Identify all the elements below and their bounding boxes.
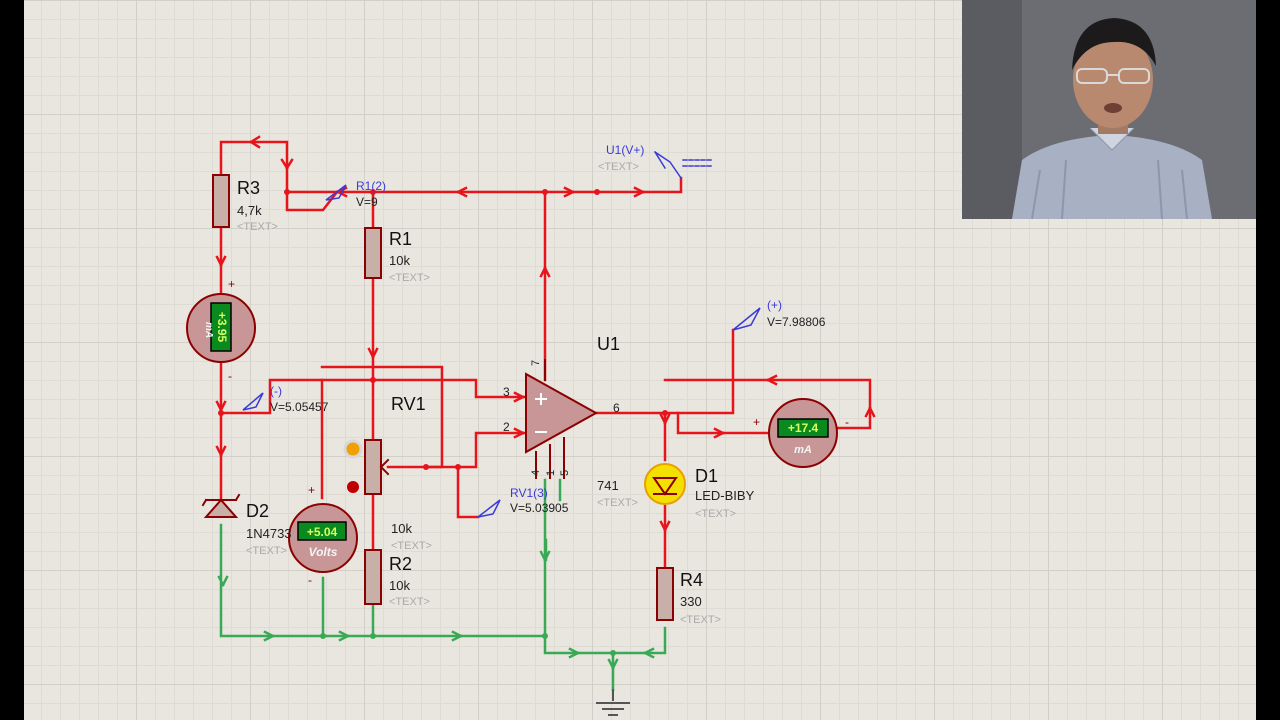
resistor-r3-body[interactable] <box>212 174 230 228</box>
pin-4-label: 4 <box>530 470 542 476</box>
pin-2-label: 2 <box>503 420 510 434</box>
ammeter-1-unit: mA <box>203 322 214 338</box>
r3-ref-label: R3 <box>237 178 260 198</box>
ammeter-1[interactable] <box>186 293 256 363</box>
presenter-video-image <box>962 0 1256 219</box>
d2-ref-label: D2 <box>246 501 269 521</box>
probe-plus-value: V=7.98806 <box>767 315 826 329</box>
voltmeter-unit: Volts <box>309 545 338 559</box>
opamp-u1-icon[interactable] <box>525 359 599 479</box>
rv1-text-label: <TEXT> <box>391 540 432 552</box>
potentiometer-wiper-icon[interactable] <box>379 458 390 476</box>
ground-symbol <box>596 689 630 716</box>
resistor-r2-body[interactable] <box>364 549 382 605</box>
voltmeter-reading: +5.04 <box>307 525 338 539</box>
probe-u1-vplus-text: <TEXT> <box>598 161 639 173</box>
r1-value-label: 10k <box>389 253 410 268</box>
r2-ref-label: R2 <box>389 554 412 574</box>
d1-ref-label: D1 <box>695 466 718 486</box>
d2-value-label: 1N4733 <box>246 526 292 541</box>
ammeter-2-unit: mA <box>794 444 812 456</box>
r2-value-label: 10k <box>389 578 410 593</box>
pin-5-label: 5 <box>559 470 571 476</box>
pot-increment-button[interactable] <box>343 439 363 459</box>
pin-3-label: 3 <box>503 385 510 399</box>
probe-rv1-3-value: V=5.03905 <box>510 501 569 515</box>
rv1-ref-label: RV1 <box>391 394 426 414</box>
probe-plus-name: (+) <box>767 298 782 312</box>
ammeter-2-reading: +17.4 <box>788 421 819 435</box>
d2-text-label: <TEXT> <box>246 545 287 557</box>
d1-text-label: <TEXT> <box>695 508 736 520</box>
voltmeter-plus-sign: + <box>308 483 315 497</box>
probe-r1-2-name: R1(2) <box>356 179 386 193</box>
ammeter-1-plus-sign: + <box>228 277 235 291</box>
r2-text-label: <TEXT> <box>389 596 430 608</box>
ammeter-1-minus-sign: - <box>228 369 232 383</box>
ammeter-1-reading: +3.95 <box>215 312 229 343</box>
voltmeter[interactable] <box>288 503 358 573</box>
probe-u1-vplus-name: U1(V+) <box>606 143 644 157</box>
ammeter-2[interactable] <box>768 398 838 468</box>
pin-7-label: 7 <box>530 360 542 366</box>
u1-ref-label: U1 <box>597 334 620 354</box>
pot-decrement-button[interactable] <box>347 481 359 493</box>
schematic-drawing[interactable]: R3 4,7k <TEXT> R1 10k <TEXT> RV1 10k <TE… <box>24 0 1256 720</box>
r1-ref-label: R1 <box>389 229 412 249</box>
probe-r1-2-value: V=9 <box>356 195 378 209</box>
r1-text-label: <TEXT> <box>389 272 430 284</box>
zener-diode-d2-icon[interactable] <box>201 493 241 518</box>
d1-value-label: LED-BIBY <box>695 488 755 503</box>
probe-rv1-3-name: RV1(3) <box>510 486 548 500</box>
supply-net <box>215 135 876 570</box>
pin-6-label: 6 <box>613 401 620 415</box>
ground-net <box>217 478 667 692</box>
probe-minus-value: V=5.05457 <box>270 400 329 414</box>
webcam-overlay <box>962 0 1256 219</box>
r4-text-label: <TEXT> <box>680 614 721 626</box>
voltmeter-minus-sign: - <box>308 573 312 587</box>
resistor-r1-body[interactable] <box>364 227 382 279</box>
ammeter-2-plus-sign: + <box>753 415 760 429</box>
r3-value-label: 4,7k <box>237 203 262 218</box>
r3-text-label: <TEXT> <box>237 221 278 233</box>
u1-text-label: <TEXT> <box>597 497 638 509</box>
pin-1-label: 1 <box>545 470 557 476</box>
ammeter-2-minus-sign: - <box>845 415 849 429</box>
probe-minus-name: (-) <box>270 384 282 398</box>
led-d1-icon[interactable] <box>644 463 686 505</box>
r4-ref-label: R4 <box>680 570 703 590</box>
r4-value-label: 330 <box>680 594 702 609</box>
resistor-r4-body[interactable] <box>656 567 674 621</box>
probe-arrows[interactable] <box>242 150 761 518</box>
u1-value-label: 741 <box>597 478 619 493</box>
potentiometer-rv1-body[interactable] <box>364 439 382 495</box>
rv1-value-label: 10k <box>391 521 412 536</box>
